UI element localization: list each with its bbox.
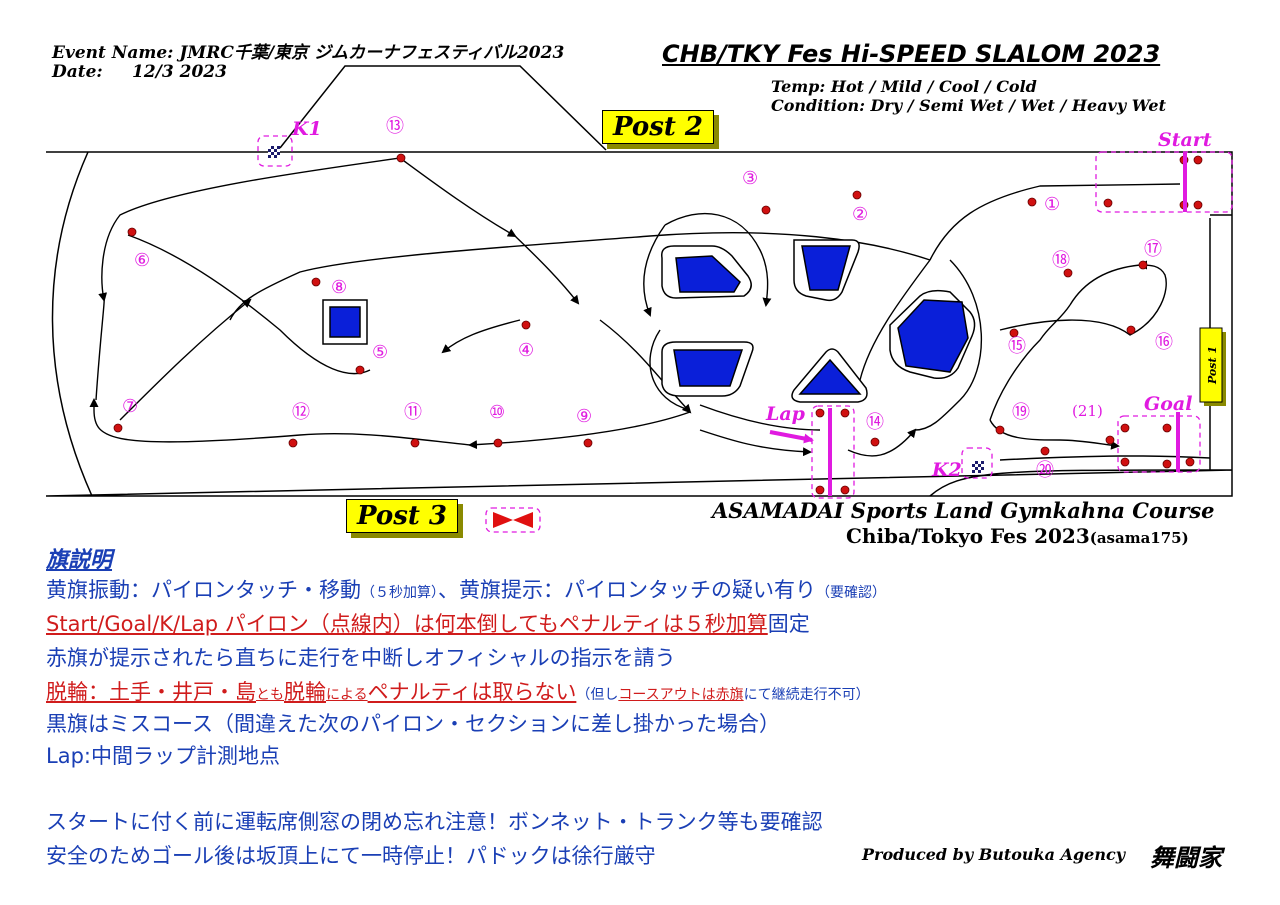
pylon-15-label: ⑮ xyxy=(1008,336,1026,357)
pylon-9-label: ⑨ xyxy=(576,406,592,427)
post3-label: Post 3 xyxy=(346,499,458,533)
legend-line-6: Lap:中間ラップ計測地点 xyxy=(46,744,280,768)
date-value: 12/3 2023 xyxy=(132,62,227,82)
legend-line-1-mid: 、黄旗提示：パイロンタッチの疑い有り xyxy=(438,578,816,602)
course-subtitle-small: (asama175) xyxy=(1089,529,1189,547)
course-subtitle: Chiba/Tokyo Fes 2023(asama175) xyxy=(846,524,1189,548)
pylon-7-label: ⑦ xyxy=(122,396,138,417)
course-subtitle-main: Chiba/Tokyo Fes 2023 xyxy=(846,524,1090,548)
pylon-4-label: ④ xyxy=(518,340,534,361)
post1-label: Post 1 xyxy=(1206,346,1219,385)
legend-line-2-red: Start/Goal/K/Lap パイロン（点線内）は何本倒してもペナルティは５… xyxy=(46,612,768,636)
pylon-16-label: ⑯ xyxy=(1155,332,1173,353)
flag-legend-title: 旗説明 xyxy=(46,548,113,573)
legend-line-4-e: ペナルティは取らない xyxy=(367,680,577,704)
timing-lines xyxy=(828,152,1187,496)
k2-label: K2 xyxy=(931,459,962,481)
pylon-14-label: ⑭ xyxy=(866,412,884,433)
pylon-20-label: ⑳ xyxy=(1036,460,1054,481)
pylon-5-label: ⑤ xyxy=(372,342,388,363)
temp-line: Temp: Hot / Mild / Cool / Cold xyxy=(771,77,1037,96)
pylon-13-label: ⑬ xyxy=(386,116,404,137)
legend-line-4-d: による xyxy=(326,687,368,703)
racing-line xyxy=(89,157,1181,457)
pylon-2-label: ② xyxy=(852,204,868,225)
goal-label: Goal xyxy=(1144,393,1192,415)
pylon-dots xyxy=(113,153,1203,495)
k1-label: K1 xyxy=(291,118,322,140)
course-boundary xyxy=(45,151,1233,497)
penalty-zones xyxy=(257,135,1233,533)
legend-line-4-h: にて継続走行不可） xyxy=(743,687,870,703)
pylon-18-label: ⑱ xyxy=(1052,250,1070,271)
event-name: Event Name: JMRC千葉/東京 ジムカーナフェスティバル2023 xyxy=(52,43,565,63)
legend-line-2-end: 固定 xyxy=(767,612,810,636)
legend-line-4: 脱輪：土手・井戸・島とも脱輪によるペナルティは取らない（但しコースアウトは赤旗に… xyxy=(46,676,870,706)
red-flag-icon xyxy=(493,512,533,528)
legend-line-1-main: 黄旗振動：パイロンタッチ・移動 xyxy=(46,578,361,602)
condition-line: Condition: Dry / Semi Wet / Wet / Heavy … xyxy=(771,96,1166,115)
legend-line-4-b: とも xyxy=(256,687,284,703)
notice-line-1: スタートに付く前に運転席側窓の閉め忘れ注意！ボンネット・トランク等も要確認 xyxy=(46,810,823,834)
checkered-flag-icon xyxy=(268,146,984,473)
pylon-21-label: (21) xyxy=(1072,402,1103,420)
legend-line-4-f: （但し xyxy=(576,687,619,703)
post2-callout-line xyxy=(279,65,607,151)
course-name: ASAMADAI Sports Land Gymkahna Course xyxy=(712,498,1215,523)
legend-line-5: 黒旗はミスコース（間違えた次のパイロン・セクションに差し掛かった場合） xyxy=(46,712,780,736)
post1-marker: Post 1 xyxy=(1199,327,1226,406)
lap-arrow-icon xyxy=(769,430,814,444)
course-islands xyxy=(322,239,976,403)
start-label: Start xyxy=(1158,129,1212,151)
page-title: CHB/TKY Fes Hi-SPEED SLALOM 2023 xyxy=(662,40,1161,68)
producer-credit: Produced by Butouka Agency xyxy=(862,845,1126,864)
legend-line-1-small-2: （要確認） xyxy=(816,585,886,601)
legend-line-4-g: コースアウトは赤旗 xyxy=(618,687,744,703)
post2-label: Post 2 xyxy=(602,110,714,144)
legend-line-1: 黄旗振動：パイロンタッチ・移動（５秒加算）、黄旗提示：パイロンタッチの疑い有り（… xyxy=(46,574,886,604)
pylon-1-label: ① xyxy=(1044,194,1060,215)
pylon-10-label: ⑩ xyxy=(489,402,505,423)
pylon-8-label: ⑧ xyxy=(331,277,347,298)
date-label: Date: xyxy=(52,62,103,82)
legend-line-4-a: 脱輪：土手・井戸・島 xyxy=(46,680,256,704)
course-map: ① ② ③ ④ ⑤ ⑥ ⑦ ⑧ ⑨ ⑩ ⑪ ⑫ ⑬ ⑭ ⑮ ⑯ ⑰ ⑱ ⑲ ⑳ … xyxy=(45,65,1233,533)
legend-line-4-c: 脱輪 xyxy=(284,680,326,704)
lap-label: Lap xyxy=(765,403,806,425)
producer-logo: 舞闘家 xyxy=(1150,843,1222,872)
legend-line-1-small-1: （５秒加算） xyxy=(361,585,438,601)
legend-line-3: 赤旗が提示されたら直ちに走行を中断しオフィシャルの指示を請う xyxy=(46,646,676,670)
pylon-3-label: ③ xyxy=(742,168,758,189)
legend-line-2: Start/Goal/K/Lap パイロン（点線内）は何本倒してもペナルティは５… xyxy=(46,608,810,638)
pylon-12-label: ⑫ xyxy=(292,402,310,423)
pylon-19-label: ⑲ xyxy=(1012,402,1030,423)
pylon-labels: ① ② ③ ④ ⑤ ⑥ ⑦ ⑧ ⑨ ⑩ ⑪ ⑫ ⑬ ⑭ ⑮ ⑯ ⑰ ⑱ ⑲ ⑳ … xyxy=(122,116,1173,481)
pylon-11-label: ⑪ xyxy=(404,402,422,423)
pylon-17-label: ⑰ xyxy=(1144,239,1162,260)
pylon-6-label: ⑥ xyxy=(134,250,150,271)
notice-line-2: 安全のためゴール後は坂頂上にて一時停止！パドックは徐行厳守 xyxy=(46,844,656,868)
